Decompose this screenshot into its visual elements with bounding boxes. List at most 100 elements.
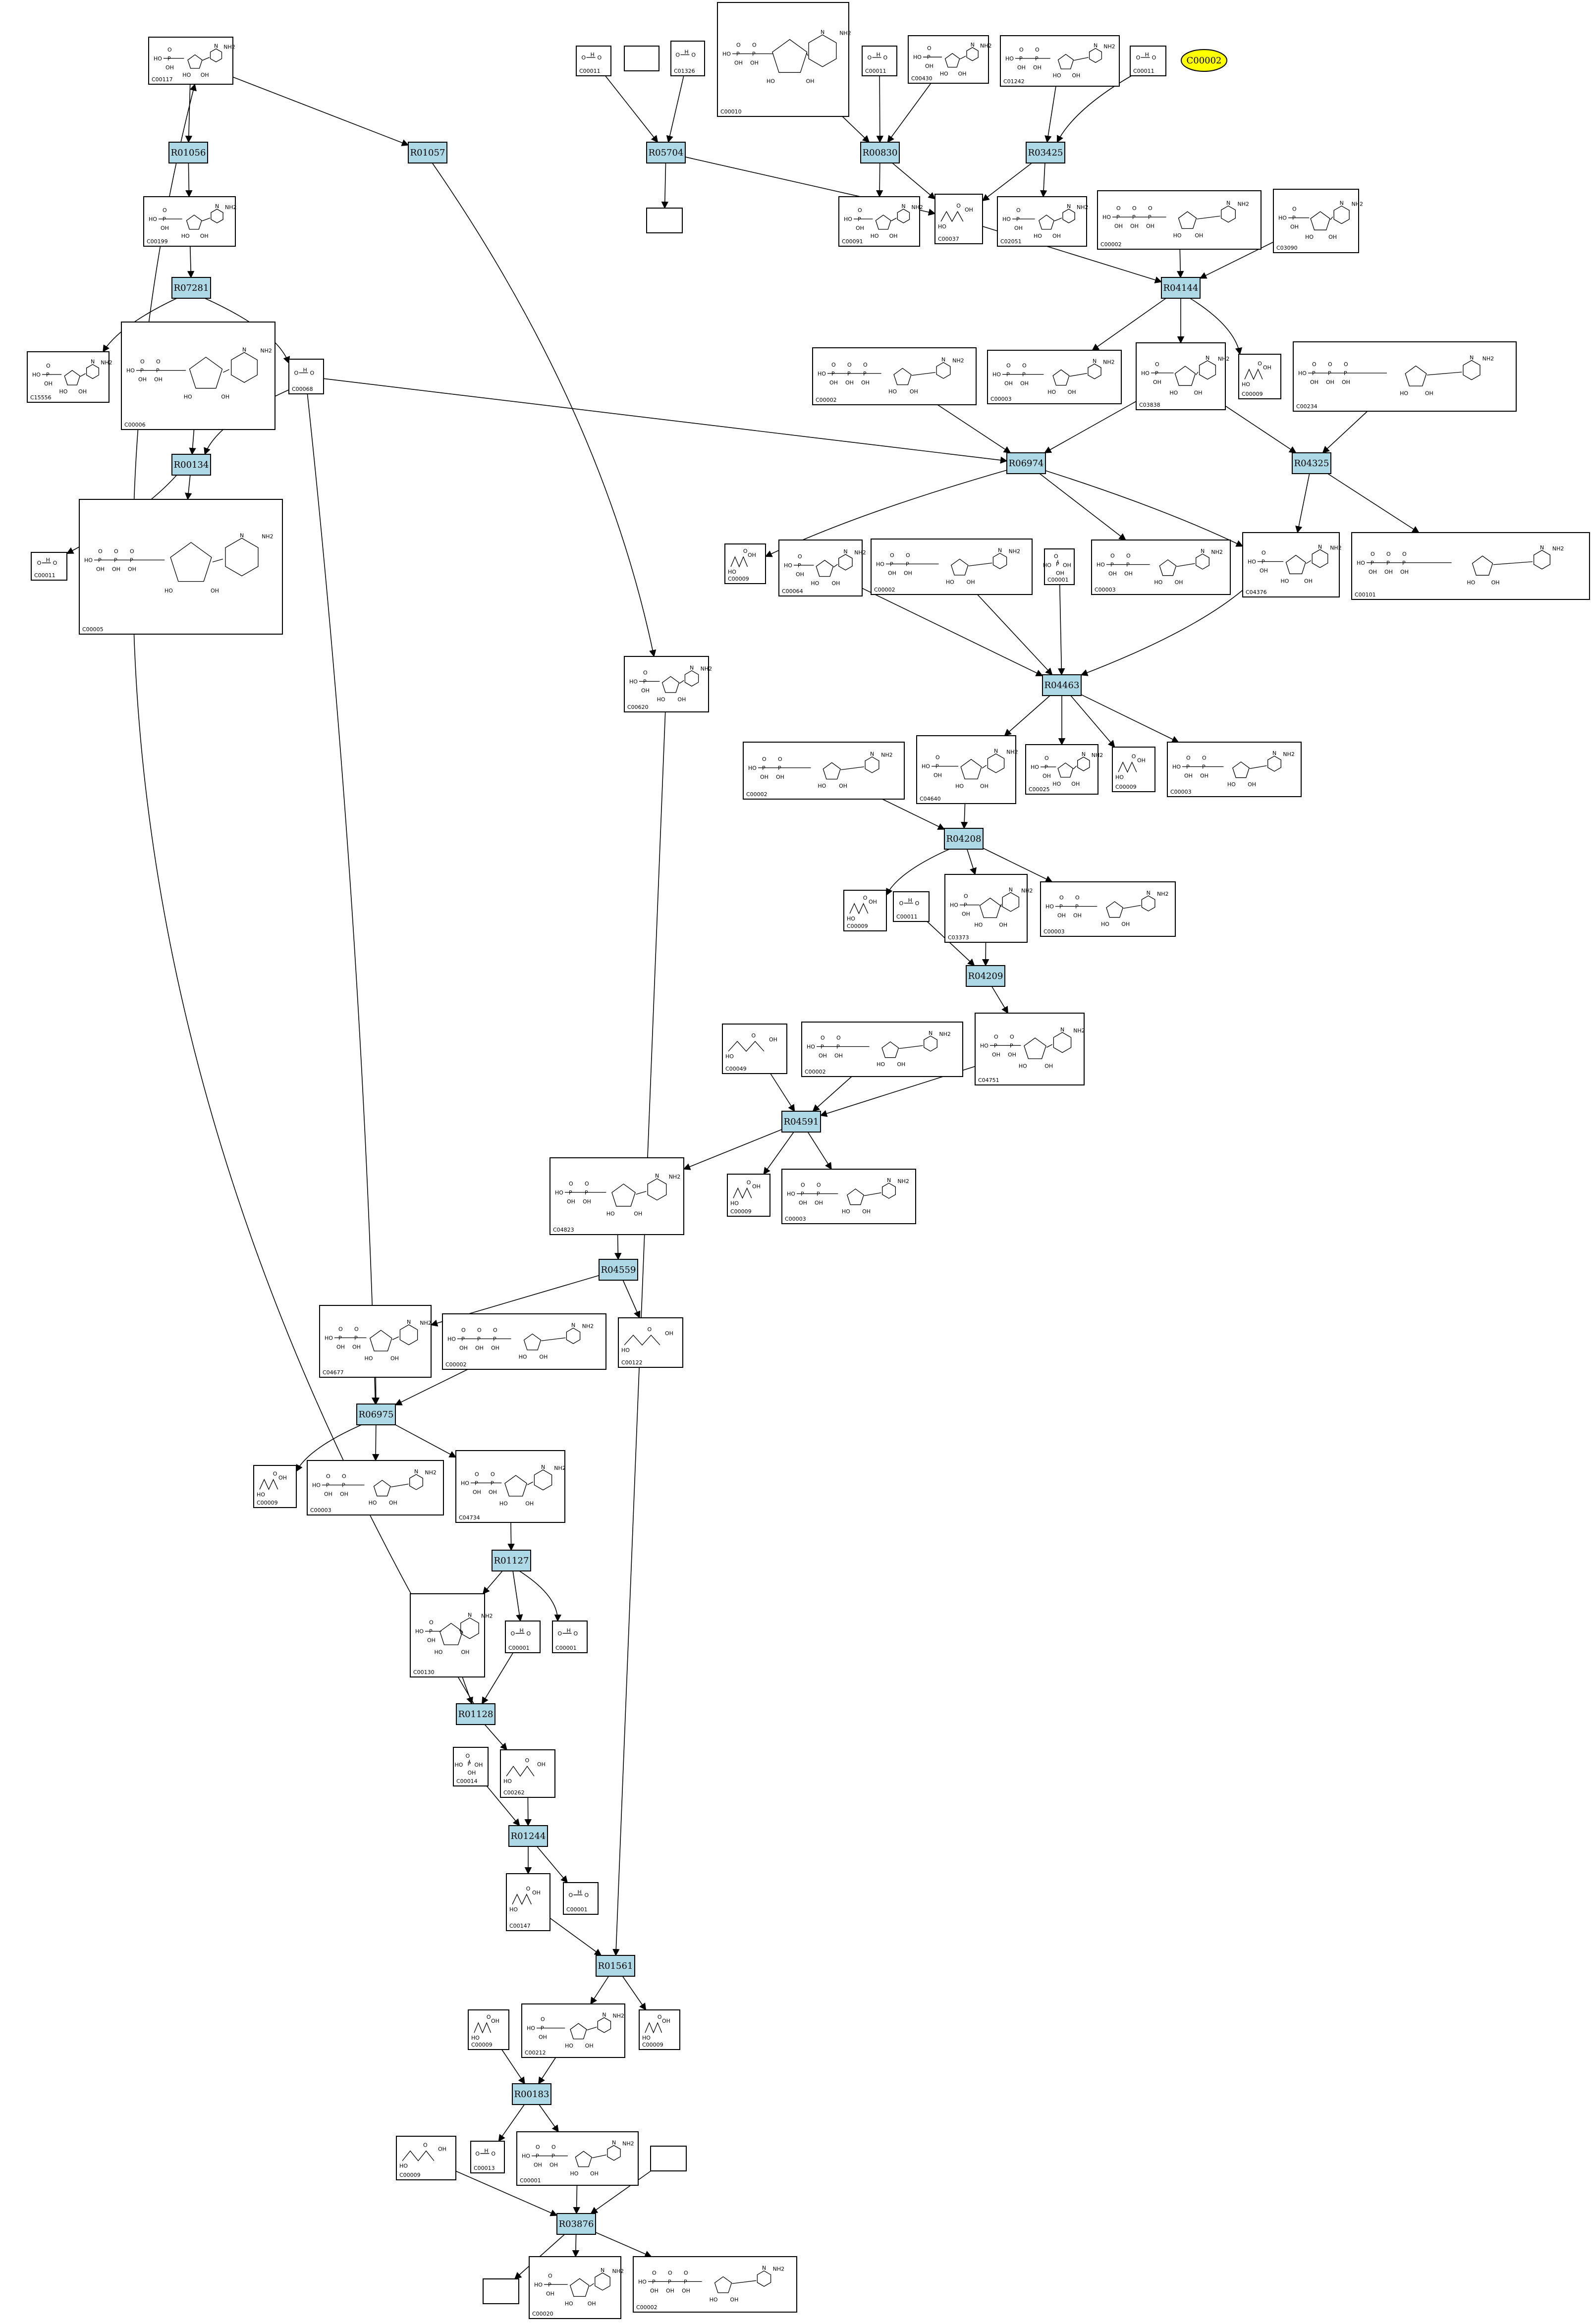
atom-label: O	[1035, 47, 1040, 53]
compound-id-label: C04640	[920, 796, 941, 802]
reaction-node[interactable]: R00830	[860, 142, 900, 163]
highlighted-compound-node[interactable]: C00002	[1181, 49, 1227, 72]
reaction-node[interactable]: R04208	[944, 828, 984, 850]
reaction-node[interactable]: R00134	[171, 454, 211, 476]
reaction-node[interactable]: R04144	[1161, 277, 1201, 299]
atom-label: P	[541, 2025, 544, 2032]
reaction-node[interactable]: R01561	[596, 1955, 635, 1977]
empty-compound-box[interactable]	[483, 2278, 519, 2304]
empty-compound-box[interactable]	[646, 208, 683, 233]
reaction-node[interactable]: R04591	[781, 1111, 821, 1133]
reaction-node[interactable]: R04325	[1292, 452, 1331, 474]
reaction-box	[356, 1404, 396, 1425]
reaction-node[interactable]: R04559	[599, 1259, 638, 1281]
reaction-node[interactable]: R01127	[492, 1550, 531, 1571]
reaction-node[interactable]: R00183	[512, 2083, 551, 2105]
reaction-node[interactable]: R04463	[1042, 674, 1082, 696]
reaction-node[interactable]: R03425	[1026, 142, 1065, 163]
reaction-node[interactable]: R07281	[171, 277, 211, 299]
reaction-node[interactable]: R01244	[508, 1825, 548, 1847]
reaction-node[interactable]: R04209	[966, 965, 1005, 987]
reaction-node[interactable]: R05704	[646, 142, 686, 163]
reaction-node[interactable]: R01057	[408, 142, 447, 163]
reaction-node[interactable]: R01128	[456, 1703, 495, 1725]
reaction-node[interactable]: R06974	[1006, 452, 1046, 474]
empty-compound-box[interactable]	[650, 2146, 687, 2171]
reaction-node[interactable]: R06975	[356, 1404, 396, 1425]
reaction-node[interactable]: R03876	[556, 2213, 596, 2235]
atom-label: N	[1060, 1027, 1064, 1033]
reaction-node[interactable]: R01056	[168, 142, 208, 163]
empty-compound-box[interactable]	[624, 46, 659, 71]
